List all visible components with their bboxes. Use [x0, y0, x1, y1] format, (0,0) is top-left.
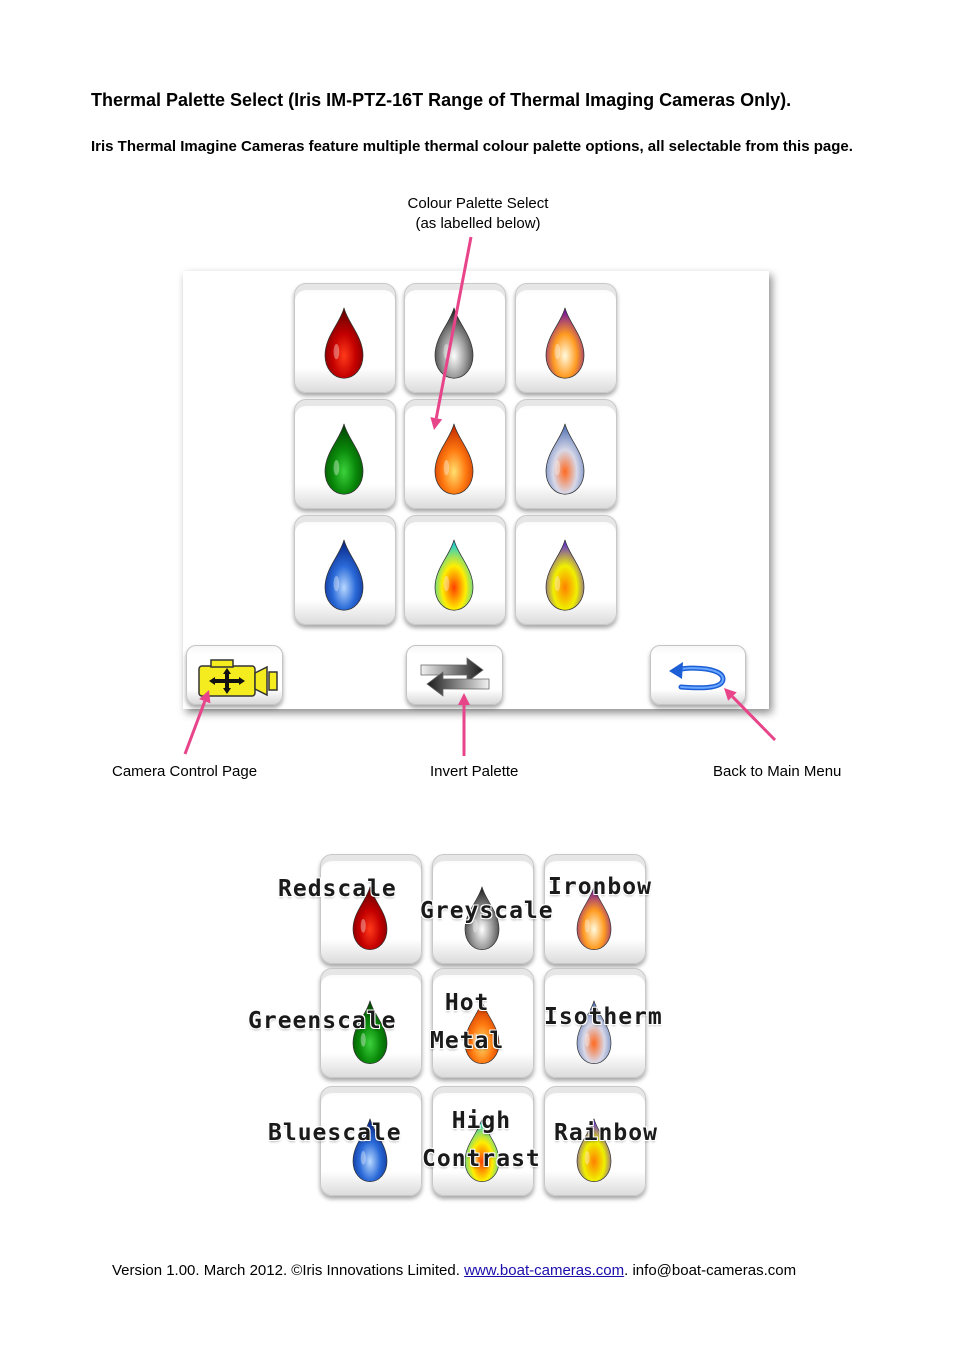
legend-tile-hot-metal: [432, 968, 534, 1078]
legend-tile-redscale: [320, 854, 422, 964]
ironbow-drop-icon: [576, 886, 612, 950]
camera-control-caption: Camera Control Page: [112, 763, 258, 780]
grey-drop-icon: [464, 886, 500, 950]
website-link[interactable]: www.boat-cameras.com: [464, 1262, 625, 1279]
legend-label-line2: Contrast: [422, 1146, 541, 1172]
green-drop-icon: [324, 423, 364, 495]
document-intro: Iris Thermal Imagine Cameras feature mul…: [91, 138, 853, 155]
legend-tile-high-contrast: [432, 1086, 534, 1196]
back-main-menu-button[interactable]: [650, 645, 746, 705]
legend-tile-greenscale: [320, 968, 422, 1078]
blue-drop-icon: [324, 539, 364, 611]
legend-label-line1: Redscale: [278, 876, 397, 902]
back-main-menu-caption: Back to Main Menu: [713, 763, 842, 780]
legend-tile-isotherm: [544, 968, 646, 1078]
legend-label: Rainbow: [554, 1120, 658, 1146]
footer-text: Version 1.00. March 2012. ©Iris Innovati…: [112, 1262, 465, 1279]
hotmetal-drop-icon: [434, 423, 474, 495]
isotherm-drop-icon: [576, 1000, 612, 1064]
legend-label-line2: Metal: [430, 1028, 505, 1054]
legend-label-line1: Isotherm: [544, 1004, 663, 1030]
hotmetal-drop-icon: [464, 1000, 500, 1064]
footer: Version 1.00. March 2012. ©Iris Innovati…: [112, 1262, 796, 1279]
palette-select-caption-line1: Colour Palette Select: [407, 195, 549, 212]
red-drop-icon: [352, 886, 388, 950]
palette-tile-greenscale[interactable]: [294, 399, 396, 509]
palette-tile-bluescale[interactable]: [294, 515, 396, 625]
palette-tile-rainbow[interactable]: [515, 515, 617, 625]
legend-label: Bluescale: [268, 1120, 402, 1146]
legend-label-line1: Bluescale: [268, 1120, 402, 1146]
legend-tile-rainbow: [544, 1086, 646, 1196]
camera-control-button[interactable]: [186, 645, 283, 705]
invert-palette-button[interactable]: [406, 645, 503, 705]
palette-tile-greyscale[interactable]: [404, 283, 506, 393]
camera-control-icon: [198, 659, 278, 697]
rainbow-drop-icon: [576, 1118, 612, 1182]
legend-label-line1: Greyscale: [420, 898, 554, 924]
palette-tile-redscale[interactable]: [294, 283, 396, 393]
legend-label-line1: Rainbow: [554, 1120, 658, 1146]
legend-label-line1: Ironbow: [548, 874, 652, 900]
legend-label: Greenscale: [248, 1008, 396, 1034]
legend-label: Redscale: [278, 876, 397, 902]
red-drop-icon: [324, 307, 364, 379]
highcontrast-drop-icon: [464, 1118, 500, 1182]
footer-email: . info@boat-cameras.com: [624, 1262, 797, 1279]
back-arrow-icon: [669, 662, 726, 691]
blue-drop-icon: [352, 1118, 388, 1182]
rainbow-drop-icon: [545, 539, 585, 611]
palette-screen: [183, 271, 769, 709]
palette-select-caption: Colour Palette Select (as labelled below…: [378, 194, 578, 234]
palette-tile-high-contrast[interactable]: [404, 515, 506, 625]
legend-label-line1: Hot: [444, 990, 490, 1016]
legend-tile-bluescale: [320, 1086, 422, 1196]
palette-tile-ironbow[interactable]: [515, 283, 617, 393]
legend-label-line1: Greenscale: [248, 1008, 397, 1034]
legend-tile-ironbow: [544, 854, 646, 964]
palette-tile-isotherm[interactable]: [515, 399, 617, 509]
invert-arrows-icon: [420, 657, 490, 697]
legend-tile-greyscale: [432, 854, 534, 964]
legend-label: Isotherm: [544, 1004, 663, 1030]
legend-label-line1: High: [451, 1108, 512, 1134]
grey-drop-icon: [434, 307, 474, 379]
palette-tile-hot-metal[interactable]: [404, 399, 506, 509]
palette-select-caption-line2: (as labelled below): [415, 215, 541, 232]
legend-label: Greyscale: [420, 898, 554, 924]
highcontrast-drop-icon: [434, 539, 474, 611]
document-title: Thermal Palette Select (Iris IM-PTZ-16T …: [91, 90, 792, 110]
legend-label: Ironbow: [548, 874, 652, 900]
ironbow-drop-icon: [545, 307, 585, 379]
isotherm-drop-icon: [545, 423, 585, 495]
invert-palette-caption: Invert Palette: [430, 763, 519, 780]
green-drop-icon: [352, 1000, 388, 1064]
